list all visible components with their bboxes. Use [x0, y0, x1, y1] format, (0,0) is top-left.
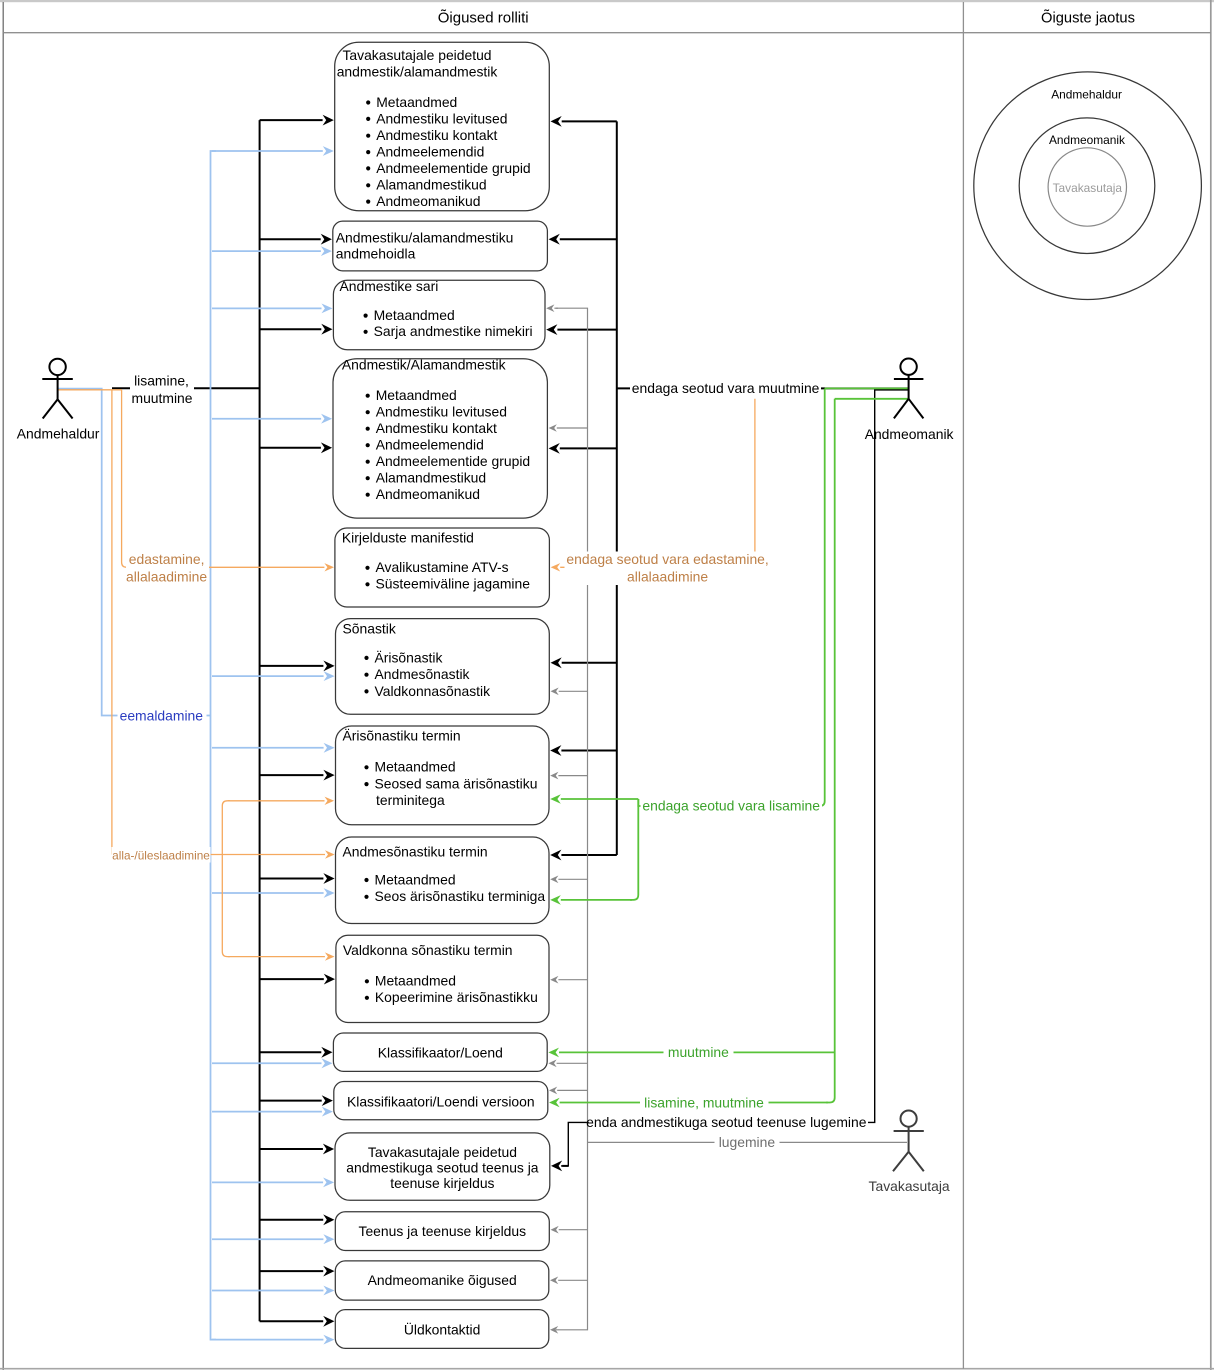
svg-text:Ärisõnastiku termin: Ärisõnastiku termin	[343, 728, 461, 744]
svg-text:Andmestiku kontakt: Andmestiku kontakt	[376, 127, 497, 143]
svg-text:Metaandmed: Metaandmed	[376, 94, 457, 110]
svg-text:Andmesõnastiku termin: Andmesõnastiku termin	[343, 844, 488, 860]
svg-text:andmestik/alamandmestik: andmestik/alamandmestik	[337, 64, 498, 80]
svg-text:andmehoidla: andmehoidla	[336, 246, 416, 262]
svg-text:endaga seotud vara edastamine,: endaga seotud vara edastamine,	[566, 551, 768, 567]
svg-text:Andmeomanik: Andmeomanik	[865, 426, 954, 442]
svg-text:endaga seotud vara lisamine: endaga seotud vara lisamine	[642, 798, 820, 814]
svg-text:Alamandmestikud: Alamandmestikud	[376, 177, 486, 193]
svg-text:Andmestiku/alamandmestiku: Andmestiku/alamandmestiku	[336, 230, 514, 246]
svg-text:Metaandmed: Metaandmed	[375, 973, 456, 989]
svg-text:Valdkonnasõnastik: Valdkonnasõnastik	[375, 683, 491, 699]
svg-text:Andmestiku kontakt: Andmestiku kontakt	[376, 420, 497, 436]
svg-text:alla-/üleslaadimine: alla-/üleslaadimine	[112, 849, 210, 863]
svg-text:Metaandmed: Metaandmed	[375, 759, 456, 775]
svg-text:Andmeelemendid: Andmeelemendid	[376, 437, 484, 453]
svg-text:Avalikustamine ATV-s: Avalikustamine ATV-s	[376, 559, 509, 575]
svg-text:muutmine: muutmine	[132, 390, 193, 406]
svg-text:Andmestike sari: Andmestike sari	[340, 278, 439, 294]
svg-text:Kirjelduste manifestid: Kirjelduste manifestid	[342, 530, 474, 546]
svg-text:Andmestiku levitused: Andmestiku levitused	[376, 404, 507, 420]
svg-text:Andmehaldur: Andmehaldur	[1051, 87, 1122, 101]
svg-text:Valdkonna sõnastiku termin: Valdkonna sõnastiku termin	[343, 942, 513, 958]
svg-text:Andmeomanikud: Andmeomanikud	[376, 486, 480, 502]
svg-text:Seosed sama ärisõnastiku: Seosed sama ärisõnastiku	[375, 776, 538, 792]
svg-text:eemaldamine: eemaldamine	[120, 707, 204, 723]
svg-text:Andmesõnastik: Andmesõnastik	[375, 666, 470, 682]
svg-text:Metaandmed: Metaandmed	[376, 387, 457, 403]
svg-text:enda andmestikuga seotud teenu: enda andmestikuga seotud teenuse lugemin…	[586, 1114, 867, 1130]
svg-text:edastamine,: edastamine,	[129, 551, 205, 567]
svg-text:Teenus ja teenuse kirjeldus: Teenus ja teenuse kirjeldus	[359, 1223, 527, 1239]
svg-text:Sõnastik: Sõnastik	[343, 621, 396, 637]
svg-text:Tavakasutajale peidetud: Tavakasutajale peidetud	[342, 47, 491, 63]
svg-text:Tavakasutaja: Tavakasutaja	[869, 1178, 950, 1194]
svg-text:Klassifikaatori/Loendi versioo: Klassifikaatori/Loendi versioon	[347, 1093, 535, 1109]
svg-text:Andmeelementide grupid: Andmeelementide grupid	[376, 453, 530, 469]
svg-text:Tavakasutajale peidetud: Tavakasutajale peidetud	[368, 1144, 517, 1160]
svg-text:allalaadimine: allalaadimine	[126, 569, 207, 585]
svg-text:Andmeomanikud: Andmeomanikud	[376, 193, 480, 209]
svg-text:Andmestiku levitused: Andmestiku levitused	[376, 110, 507, 126]
svg-text:Andmeomanike õigused: Andmeomanike õigused	[368, 1272, 517, 1288]
svg-text:andmestikuga seotud teenus ja: andmestikuga seotud teenus ja	[346, 1160, 539, 1176]
svg-text:Süsteemiväline jagamine: Süsteemiväline jagamine	[376, 576, 531, 592]
svg-text:lugemine: lugemine	[719, 1134, 776, 1150]
svg-text:lisamine,: lisamine,	[134, 373, 189, 389]
svg-text:Andmeomanik: Andmeomanik	[1049, 133, 1125, 147]
svg-text:allalaadimine: allalaadimine	[627, 569, 708, 585]
svg-text:Õiguste jaotus: Õiguste jaotus	[1041, 9, 1135, 26]
svg-text:Sarja andmestike nimekiri: Sarja andmestike nimekiri	[374, 323, 533, 339]
svg-text:Seos ärisõnastiku terminiga: Seos ärisõnastiku terminiga	[375, 888, 546, 904]
svg-text:Ärisõnastik: Ärisõnastik	[375, 649, 443, 665]
svg-text:teenuse kirjeldus: teenuse kirjeldus	[390, 1175, 494, 1191]
svg-text:Klassifikaator/Loend: Klassifikaator/Loend	[378, 1044, 503, 1060]
svg-text:Andmestik/Alamandmestik: Andmestik/Alamandmestik	[342, 356, 506, 372]
svg-text:Üldkontaktid: Üldkontaktid	[404, 1320, 480, 1337]
svg-text:Metaandmed: Metaandmed	[375, 871, 456, 887]
svg-text:lisamine, muutmine: lisamine, muutmine	[644, 1094, 764, 1110]
svg-text:terminitega: terminitega	[376, 792, 445, 808]
svg-text:Alamandmestikud: Alamandmestikud	[376, 470, 486, 486]
svg-text:Andmeelementide grupid: Andmeelementide grupid	[376, 160, 530, 176]
svg-text:endaga seotud vara muutmine: endaga seotud vara muutmine	[632, 380, 820, 396]
svg-text:Õigused rolliti: Õigused rolliti	[438, 9, 529, 26]
svg-text:Metaandmed: Metaandmed	[374, 307, 455, 323]
svg-text:Kopeerimine ärisõnastikku: Kopeerimine ärisõnastikku	[375, 989, 538, 1005]
svg-text:muutmine: muutmine	[668, 1044, 729, 1060]
svg-text:Andmeelemendid: Andmeelemendid	[376, 144, 484, 160]
svg-text:Tavakasutaja: Tavakasutaja	[1053, 181, 1123, 195]
svg-text:Andmehaldur: Andmehaldur	[17, 426, 100, 442]
